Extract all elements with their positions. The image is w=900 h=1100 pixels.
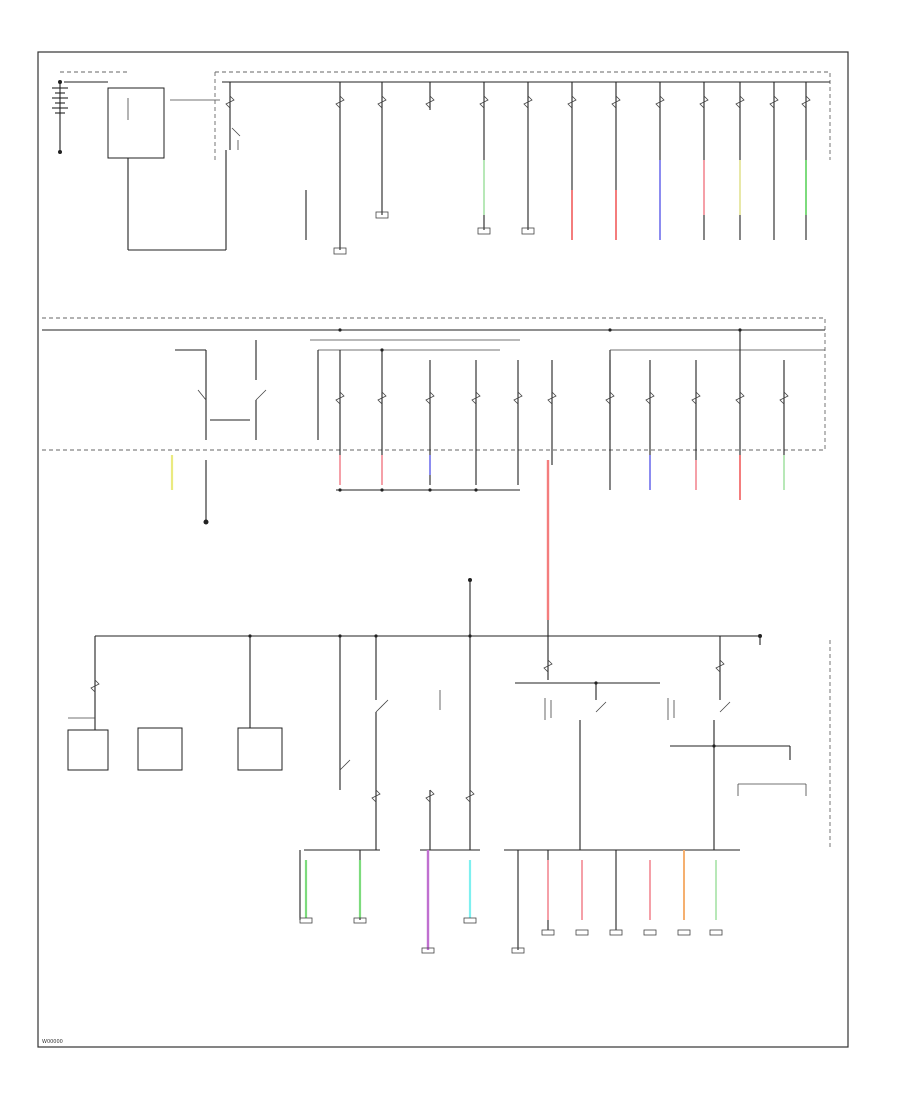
fusible-link-box	[107, 87, 165, 159]
lower-feed-connector	[468, 578, 472, 582]
ipdm-top-frame	[215, 71, 831, 160]
middle-colored-wires	[170, 455, 785, 620]
mid-relay	[175, 340, 267, 440]
diagram-code: W00000	[42, 1039, 63, 1045]
diagram-frame	[37, 51, 849, 1048]
bottom-terminals	[299, 917, 723, 954]
lower-mid-drops	[299, 636, 475, 920]
top-fuse-symbols	[225, 95, 811, 109]
top-fuse-drops	[229, 82, 807, 250]
splice-points	[248, 328, 742, 748]
lower-right-relays	[515, 636, 831, 850]
fuse-relay-switch	[231, 127, 241, 137]
lower-relay-boxes	[67, 636, 283, 771]
middle-fuse-symbols	[335, 391, 789, 405]
lamp-connector	[203, 519, 209, 525]
battery-symbol	[52, 80, 68, 154]
ipdm-middle-frame	[42, 317, 826, 451]
top-colored-wires	[483, 160, 807, 240]
ipdm-feed-connector	[758, 634, 762, 638]
top-terminals	[333, 211, 535, 255]
bottom-colored-wires	[304, 850, 717, 950]
middle-fuse-drops	[339, 330, 785, 500]
